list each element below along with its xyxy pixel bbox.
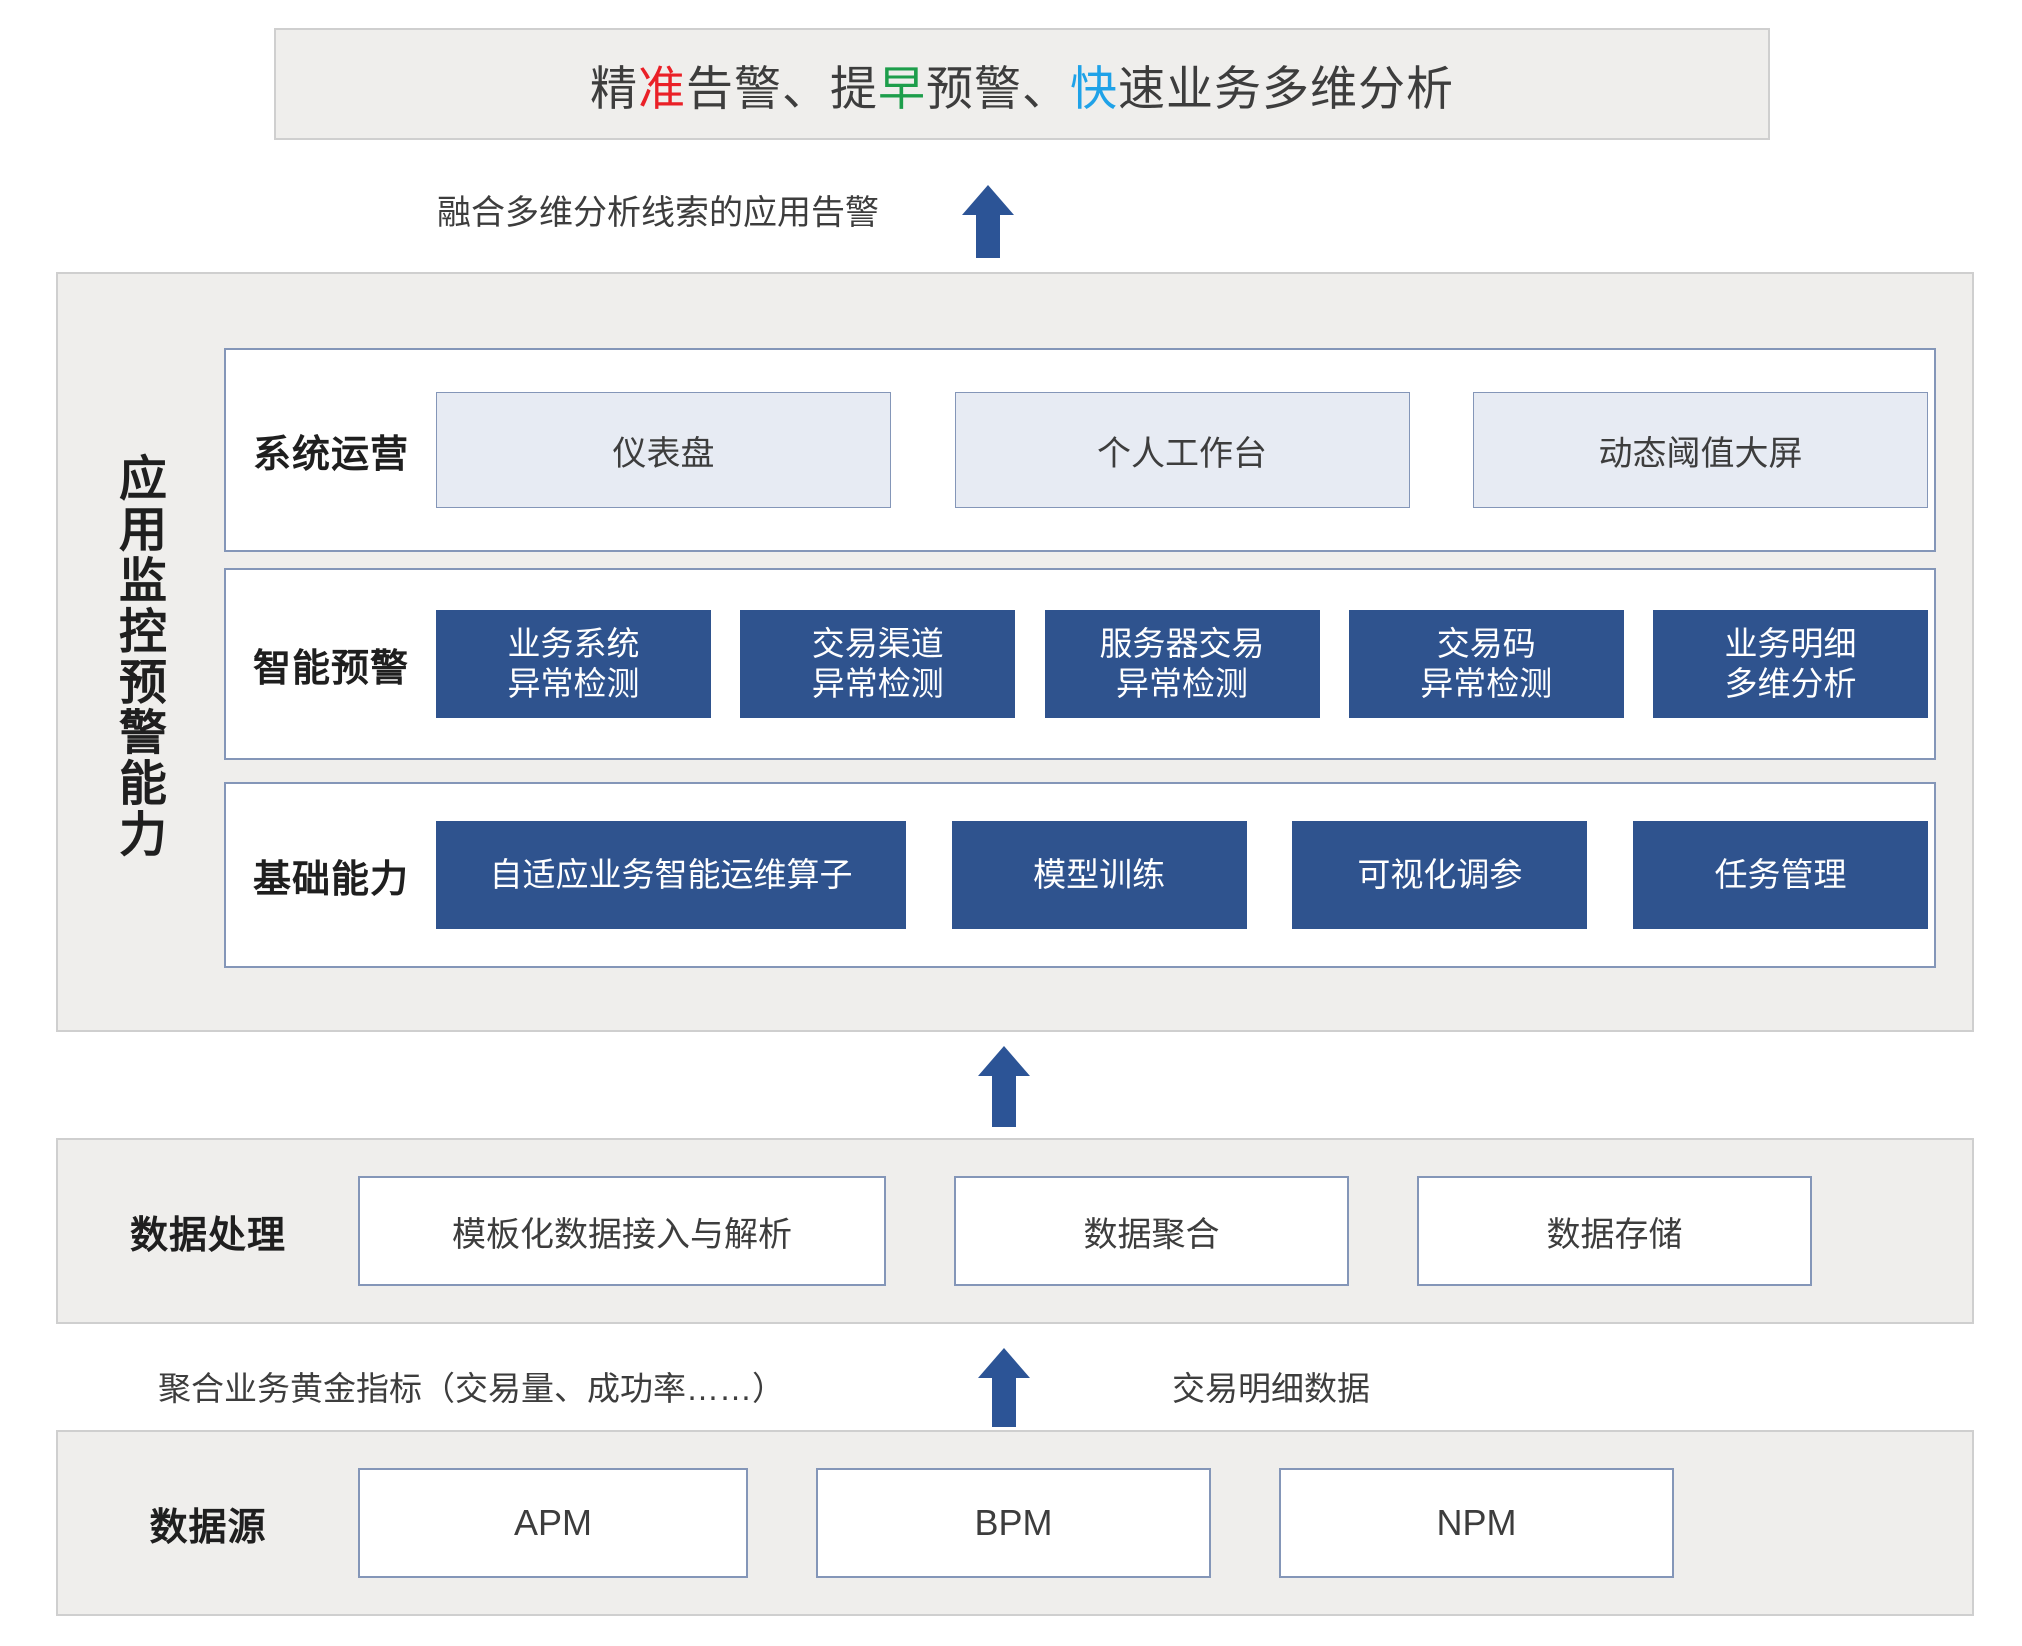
chip-model-training[interactable]: 模型训练 [951, 821, 1247, 929]
row-system-operation: 系统运营 仪表盘 个人工作台 动态阈值大屏 [224, 348, 1936, 552]
top-arrow-label: 融合多维分析线索的应用告警 [437, 194, 879, 232]
chip-personal-workbench[interactable]: 个人工作台 [954, 392, 1410, 508]
title-banner: 精准告警、提早预警、快速业务多维分析 [274, 28, 1770, 140]
chip-transaction-code-anomaly[interactable]: 交易码 异常检测 [1348, 610, 1624, 718]
chip-npm[interactable]: NPM [1279, 1468, 1674, 1578]
chip-templated-ingest-parse[interactable]: 模板化数据接入与解析 [358, 1176, 886, 1286]
data-source-band: 数据源 APM BPM NPM [56, 1430, 1974, 1616]
row-items-system-operation: 仪表盘 个人工作台 动态阈值大屏 [436, 350, 1934, 550]
chip-apm[interactable]: APM [358, 1468, 748, 1578]
chip-dashboard[interactable]: 仪表盘 [436, 392, 891, 508]
caption-transaction-detail: 交易明细数据 [1172, 1370, 1370, 1407]
vertical-title-char: 警 [118, 707, 167, 761]
band-label-data-processing: 数据处理 [129, 1214, 286, 1257]
panel-vertical-title: 应用监控预警能力 [108, 453, 178, 863]
chip-data-storage[interactable]: 数据存储 [1417, 1176, 1812, 1286]
band-items-data-processing: 模板化数据接入与解析 数据聚合 数据存储 [358, 1176, 1972, 1286]
chip-transaction-channel-anomaly[interactable]: 交易渠道 异常检测 [740, 610, 1016, 718]
vertical-title-char: 能 [118, 758, 167, 812]
vertical-title-char: 用 [118, 503, 167, 557]
chip-visual-tuning[interactable]: 可视化调参 [1292, 821, 1588, 929]
vertical-title-char: 监 [118, 554, 167, 608]
row-label-intelligent-early-warning: 智能预警 [252, 647, 409, 690]
chip-business-detail-multidim[interactable]: 业务明细 多维分析 [1653, 610, 1928, 718]
row-label-basic-capability: 基础能力 [252, 858, 409, 901]
chip-adaptive-aiops-operator[interactable]: 自适应业务智能运维算子 [436, 821, 906, 929]
band-label-data-source: 数据源 [149, 1506, 267, 1549]
title-segment: 准 [638, 61, 686, 115]
title-segment: 精 [590, 61, 638, 115]
band-items-data-source: APM BPM NPM [358, 1468, 1972, 1578]
row-label-system-operation: 系统运营 [252, 433, 409, 476]
title-segment: 早 [878, 61, 926, 115]
chip-business-system-anomaly[interactable]: 业务系统 异常检测 [436, 610, 711, 718]
page-title: 精准告警、提早预警、快速业务多维分析 [590, 50, 1454, 119]
chip-server-transaction-anomaly[interactable]: 服务器交易 异常检测 [1044, 610, 1320, 718]
data-processing-band: 数据处理 模板化数据接入与解析 数据聚合 数据存储 [56, 1138, 1974, 1324]
row-intelligent-early-warning: 智能预警 业务系统 异常检测 交易渠道 异常检测 服务器交易 异常检测 交易码 … [224, 568, 1936, 760]
caption-golden-metrics: 聚合业务黄金指标（交易量、成功率……） [158, 1370, 785, 1407]
vertical-title-char: 应 [118, 453, 167, 506]
title-segment: 告警、提 [686, 61, 878, 115]
chip-data-aggregation[interactable]: 数据聚合 [954, 1176, 1349, 1286]
chip-dynamic-threshold-screen[interactable]: 动态阈值大屏 [1473, 392, 1928, 508]
row-items-basic-capability: 自适应业务智能运维算子 模型训练 可视化调参 任务管理 [436, 784, 1934, 966]
row-basic-capability: 基础能力 自适应业务智能运维算子 模型训练 可视化调参 任务管理 [224, 782, 1936, 968]
vertical-title-char: 控 [118, 605, 167, 659]
chip-task-management[interactable]: 任务管理 [1632, 821, 1928, 929]
vertical-title-char: 预 [118, 656, 167, 710]
title-segment: 速业务多维分析 [1118, 61, 1454, 115]
row-items-intelligent-early-warning: 业务系统 异常检测 交易渠道 异常检测 服务器交易 异常检测 交易码 异常检测 … [436, 570, 1934, 758]
chip-bpm[interactable]: BPM [816, 1468, 1211, 1578]
vertical-title-char: 力 [118, 809, 167, 863]
title-segment: 预警、 [926, 61, 1070, 115]
title-segment: 快 [1070, 61, 1118, 115]
